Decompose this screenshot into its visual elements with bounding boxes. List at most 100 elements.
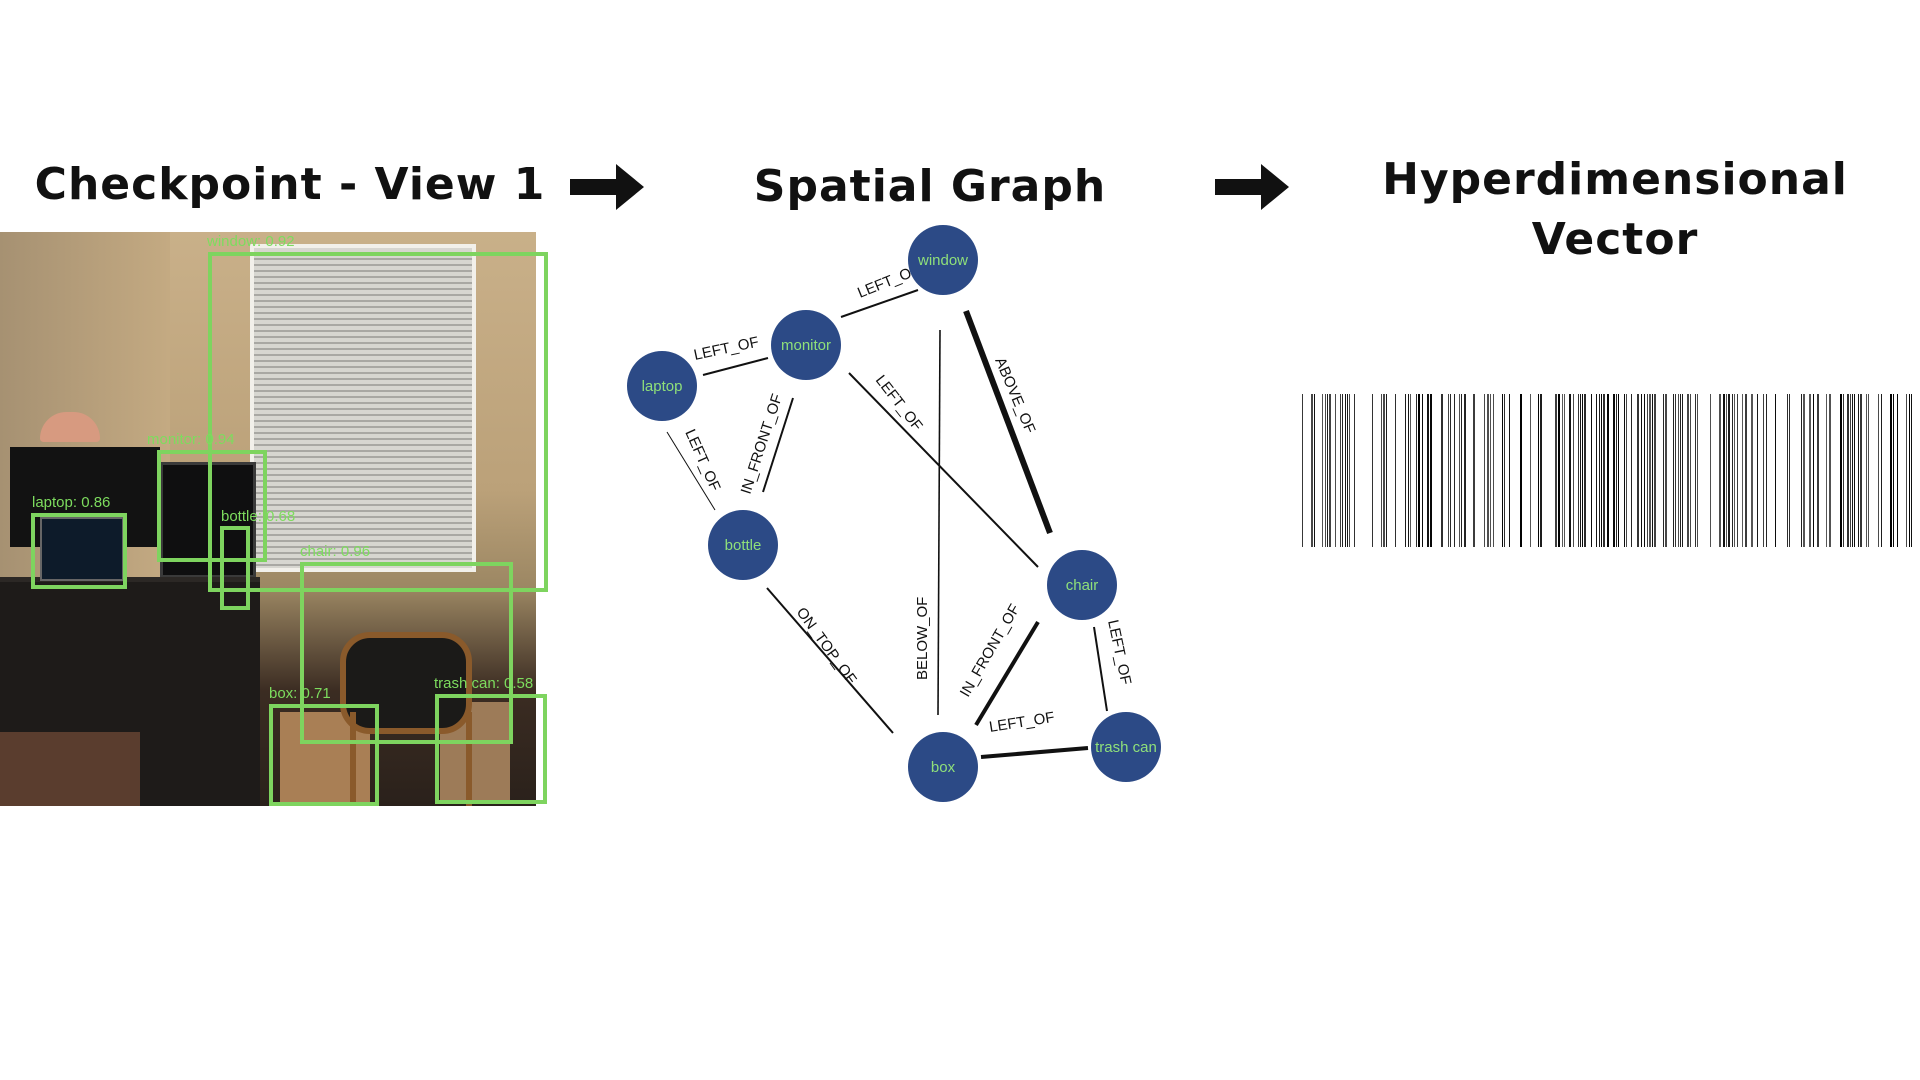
vector-bar [1422,394,1423,547]
chair-seat [340,632,472,734]
vector-bar [1461,394,1462,547]
vector-bar [1395,394,1396,547]
vector-bar [1723,394,1725,547]
vector-bar [1410,394,1411,547]
checkpoint-photo [0,232,536,806]
vector-bar [1562,394,1563,547]
vector-bar [1408,394,1409,547]
vector-bar [1502,394,1503,547]
vector-bar [1584,394,1586,547]
node-label: chair [1066,577,1099,594]
vector-bar [1682,394,1683,547]
vector-bar [1613,394,1615,547]
node-label: bottle [725,537,762,554]
vector-bar [1906,394,1907,547]
lamp [40,412,100,442]
node-label: trash can [1095,739,1157,756]
vector-bar [1603,394,1605,547]
vector-bar [1809,394,1811,547]
vector-bar [1314,394,1315,547]
vector-bar [1826,394,1827,547]
vector-bar [1817,394,1819,547]
vector-bar [1416,394,1417,547]
graph-edge [702,357,769,376]
vector-bar [1644,394,1645,547]
detection-label: bottle: 0.68 [221,508,295,525]
vector-bar [1327,394,1328,547]
vector-bar [1742,394,1743,547]
vector-bar [1564,394,1565,547]
vector-bar [1558,394,1560,547]
vector-bar [1631,394,1632,547]
vector-bar [1430,394,1432,547]
vector-bar [1302,394,1303,547]
detection-label: box: 0.71 [269,685,331,702]
vector-bar [1335,394,1336,547]
vector-bar [1850,394,1851,547]
vector-bar [1829,394,1831,547]
vector-bar [1578,394,1579,547]
vector-bar [1459,394,1460,547]
vector-bar [1325,394,1326,547]
edge-label: LEFT_OF [1104,618,1134,686]
vector-bar [1697,394,1698,547]
vector-bar [1852,394,1853,547]
vector-bar [1680,394,1681,547]
vector-bar [1555,394,1557,547]
vector-bar [1881,394,1882,547]
vector-bar [1868,394,1869,547]
graph-node [708,510,778,580]
graph-edge [974,620,1040,727]
graph-edge [963,309,1053,535]
vector-bar [1878,394,1879,547]
vector-bar [1652,394,1653,547]
graph-node [1047,550,1117,620]
vector-bar [1726,394,1727,547]
right-arrow-icon [570,164,644,210]
vector-bar [1582,394,1583,547]
node-label: box [931,759,956,776]
vector-bar [1675,394,1676,547]
vector-bar [1665,394,1667,547]
vector-bar [1763,394,1764,547]
graph-edge [762,397,794,493]
vector-bar [1448,394,1449,547]
graph-edge [666,431,716,511]
detection-label: laptop: 0.86 [32,494,110,511]
vector-bar [1580,394,1581,547]
detection-label: trash can: 0.58 [434,675,533,692]
vector-bar [1663,394,1664,547]
graph-node [627,351,697,421]
vector-bar [1737,394,1738,547]
vector-bar [1347,394,1348,547]
vector-bar [1573,394,1574,547]
edge-label: LEFT_OF [988,709,1056,736]
vector-bar [1803,394,1805,547]
vector-bar [1678,394,1679,547]
edge-label: IN_FRONT_OF [957,601,1024,700]
graph-edge [840,289,919,318]
vector-bar [1843,394,1844,547]
graph-node [1091,712,1161,782]
vector-bar [1911,394,1912,547]
vector-bar [1690,394,1691,547]
vector-bar [1890,394,1892,547]
vector-bar [1893,394,1894,547]
vector-bar [1624,394,1625,547]
vector-bar [1345,394,1346,547]
vector-bar [1866,394,1867,547]
vector-bar [1520,394,1522,547]
detection-box [435,694,547,804]
vector-bar [1450,394,1451,547]
vector-bar [1493,394,1494,547]
vector-bar [1732,394,1733,547]
vector-bar [1766,394,1767,547]
vector-bar [1840,394,1842,547]
vector-bar [1372,394,1373,547]
vector-bar [1349,394,1350,547]
detection-label: window: 0.92 [206,233,295,250]
vector-bar [1654,394,1656,547]
chair-legs [350,712,472,806]
vector-bar [1618,394,1619,547]
